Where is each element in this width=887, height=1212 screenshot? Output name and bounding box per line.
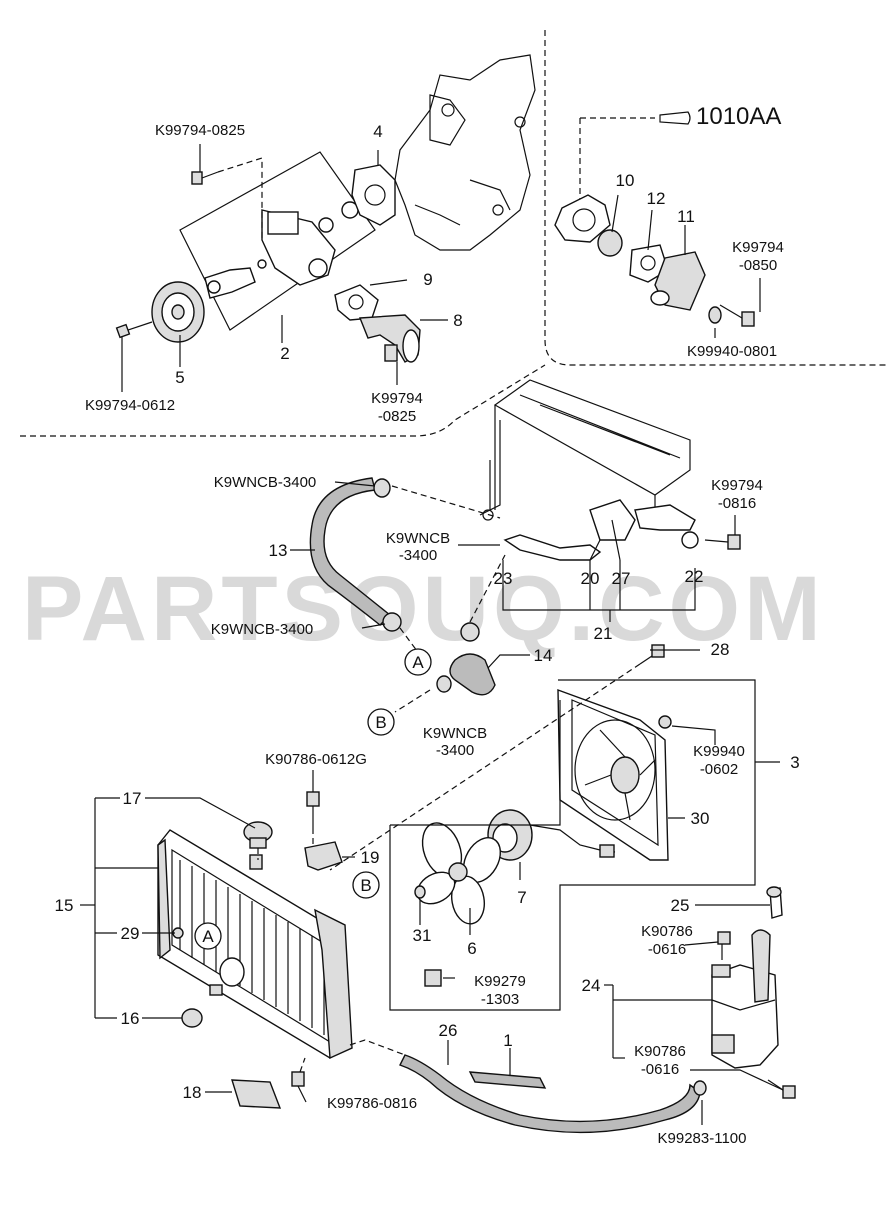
bolt-k99794-0825-top — [191, 157, 263, 240]
callout-15: 15 — [55, 896, 74, 915]
callout-16: 16 — [121, 1009, 140, 1028]
water-pump-pulley — [115, 281, 205, 343]
callout-22: 22 — [685, 567, 704, 586]
callout-28: 28 — [711, 640, 730, 659]
code-k90786-0616-lower-line2: -0616 — [641, 1061, 679, 1078]
code-k99794-0816-line2: -0816 — [718, 495, 756, 512]
code-k99794-0850-line1: K99794 — [732, 239, 784, 256]
code-k99794-0825-bottom-line2: -0825 — [378, 408, 416, 425]
code-k9wncb-3400-upper: K9WNCB-3400 — [214, 474, 317, 491]
radiator-bracket — [304, 791, 343, 871]
callout-1: 1 — [503, 1031, 512, 1050]
callout-4: 4 — [373, 122, 382, 141]
callout-3: 3 — [790, 753, 799, 772]
callout-19: 19 — [361, 848, 380, 867]
callout-numbers: 1 2 3 4 5 6 7 8 9 10 11 12 13 14 15 16 1… — [55, 122, 800, 1102]
svg-text:A: A — [202, 927, 214, 946]
drain-plug — [181, 1008, 203, 1028]
radiator-lower-hose — [394, 554, 506, 713]
callout-6: 6 — [467, 939, 476, 958]
callout-7: 7 — [517, 888, 526, 907]
connection-marker-b-top: B — [367, 708, 395, 736]
callout-20: 20 — [581, 569, 600, 588]
part-code-labels: K99794-0825 K99794-0612 K99794 -0825 K99… — [85, 122, 784, 1147]
callout-26: 26 — [439, 1021, 458, 1040]
code-k9wncb-3400-mid-line2: -3400 — [399, 547, 437, 564]
code-k99794-0825-top: K99794-0825 — [155, 122, 245, 139]
code-k90786-0616-lower-line1: K90786 — [634, 1043, 686, 1060]
callout-11: 11 — [677, 207, 695, 226]
coolant-reservoir — [711, 886, 796, 1099]
code-k99279-1303-line1: K99279 — [474, 973, 526, 990]
water-inlet-pipe — [334, 284, 421, 363]
connection-marker-b-radiator: B — [352, 871, 380, 899]
code-k99794-0612: K99794-0612 — [85, 397, 175, 414]
thermostat-section — [554, 111, 755, 327]
fan-group-box — [390, 700, 561, 826]
callout-2: 2 — [280, 344, 289, 363]
callout-8: 8 — [453, 311, 462, 330]
svg-text:B: B — [375, 713, 386, 732]
callout-24: 24 — [582, 976, 601, 995]
callout-17: 17 — [123, 789, 142, 808]
code-k99940-0602-line2: -0602 — [700, 761, 738, 778]
code-k99940-0602-line1: K99940 — [693, 743, 745, 760]
water-pump-assembly — [179, 151, 376, 331]
code-k99794-0825-bottom-line1: K99794 — [371, 390, 423, 407]
callout-31: 31 — [413, 926, 432, 945]
fan-shroud-assembly — [557, 688, 672, 861]
callout-18: 18 — [183, 1083, 202, 1102]
code-k9wncb-3400-mid-line1: K9WNCB — [386, 530, 450, 547]
fan-group-box-outer — [389, 679, 756, 1011]
callout-27: 27 — [612, 569, 631, 588]
connection-marker-a-radiator: A — [194, 922, 222, 950]
code-k99794-0850-line2: -0850 — [739, 257, 777, 274]
svg-text:A: A — [412, 653, 424, 672]
code-k99279-1303-line2: -1303 — [481, 991, 519, 1008]
code-k9wncb-3400-b-line2: -3400 — [436, 742, 474, 759]
code-k90786-0616-upper-line2: -0616 — [648, 941, 686, 958]
callout-25: 25 — [671, 896, 690, 915]
code-k9wncb-3400-lower: K9WNCB-3400 — [211, 621, 314, 638]
callout-23: 23 — [494, 569, 513, 588]
cylinder-head-outline — [479, 379, 741, 561]
section-dividers — [20, 30, 887, 437]
radiator-cap — [243, 821, 273, 860]
callout-30: 30 — [691, 809, 710, 828]
engine-block-outline — [394, 54, 536, 251]
bolt-28 — [329, 644, 665, 871]
code-k9wncb-3400-b-line1: K9WNCB — [423, 725, 487, 742]
code-k90786-0612g: K90786-0612G — [265, 751, 367, 768]
callout-9: 9 — [423, 270, 432, 289]
code-k99794-0816-line1: K99794 — [711, 477, 763, 494]
callout-21: 21 — [594, 624, 613, 643]
code-k90786-0616-upper-line1: K90786 — [641, 923, 693, 940]
leader-lines — [80, 144, 784, 1125]
radiator-lower-insulator — [231, 1057, 306, 1109]
callout-14: 14 — [534, 646, 553, 665]
connection-marker-a-top: A — [404, 648, 432, 676]
reference-label-1010aa: 1010AA — [696, 103, 781, 130]
code-k99786-0816: K99786-0816 — [327, 1095, 417, 1112]
overflow-hose — [349, 1039, 707, 1134]
watermark: PARTSOUQ.COM — [22, 558, 825, 660]
callout-13: 13 — [269, 541, 288, 560]
fan-blade — [414, 822, 502, 987]
svg-text:B: B — [360, 876, 371, 895]
code-k99940-0801: K99940-0801 — [687, 343, 777, 360]
code-k99283-1100: K99283-1100 — [658, 1130, 747, 1147]
callout-5: 5 — [175, 368, 184, 387]
callout-10: 10 — [616, 171, 635, 190]
callout-12: 12 — [647, 189, 666, 208]
water-pump-gasket — [351, 164, 396, 226]
radiator — [157, 829, 353, 1060]
callout-29: 29 — [121, 924, 140, 943]
